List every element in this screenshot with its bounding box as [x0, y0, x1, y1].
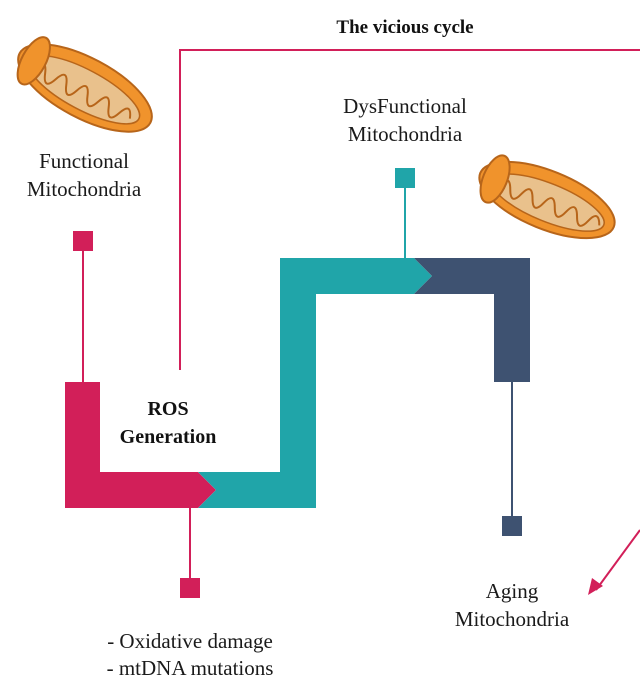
- effects-node-square: [180, 578, 200, 598]
- ros-label-line1: ROS: [147, 398, 188, 420]
- functional-node-square: [73, 231, 93, 251]
- effect-item: - Oxidative damage: [107, 629, 273, 653]
- dysfunction-band: [198, 258, 432, 508]
- dysfunctional-label-line2: Mitochondria: [348, 122, 463, 146]
- dysfunctional-label-line1: DysFunctional: [343, 94, 467, 118]
- mitochondrion-icon: [6, 27, 165, 149]
- ros-label-line2: Generation: [120, 426, 217, 448]
- cycle-return-arrow-line: [596, 530, 640, 590]
- aging-label-line1: Aging: [486, 579, 539, 603]
- aging-label-line2: Mitochondria: [455, 607, 570, 631]
- functional-label-line2: Mitochondria: [27, 177, 142, 201]
- diagram-title: The vicious cycle: [336, 17, 473, 38]
- aging-band: [414, 258, 530, 382]
- effect-item: - mtDNA mutations: [107, 656, 274, 679]
- cycle-return-arrowhead: [588, 578, 603, 595]
- mitochondrion-icon: [469, 146, 624, 254]
- functional-label-line1: Functional: [39, 149, 129, 173]
- dysfunctional-node-square: [395, 168, 415, 188]
- aging-node-square: [502, 516, 522, 536]
